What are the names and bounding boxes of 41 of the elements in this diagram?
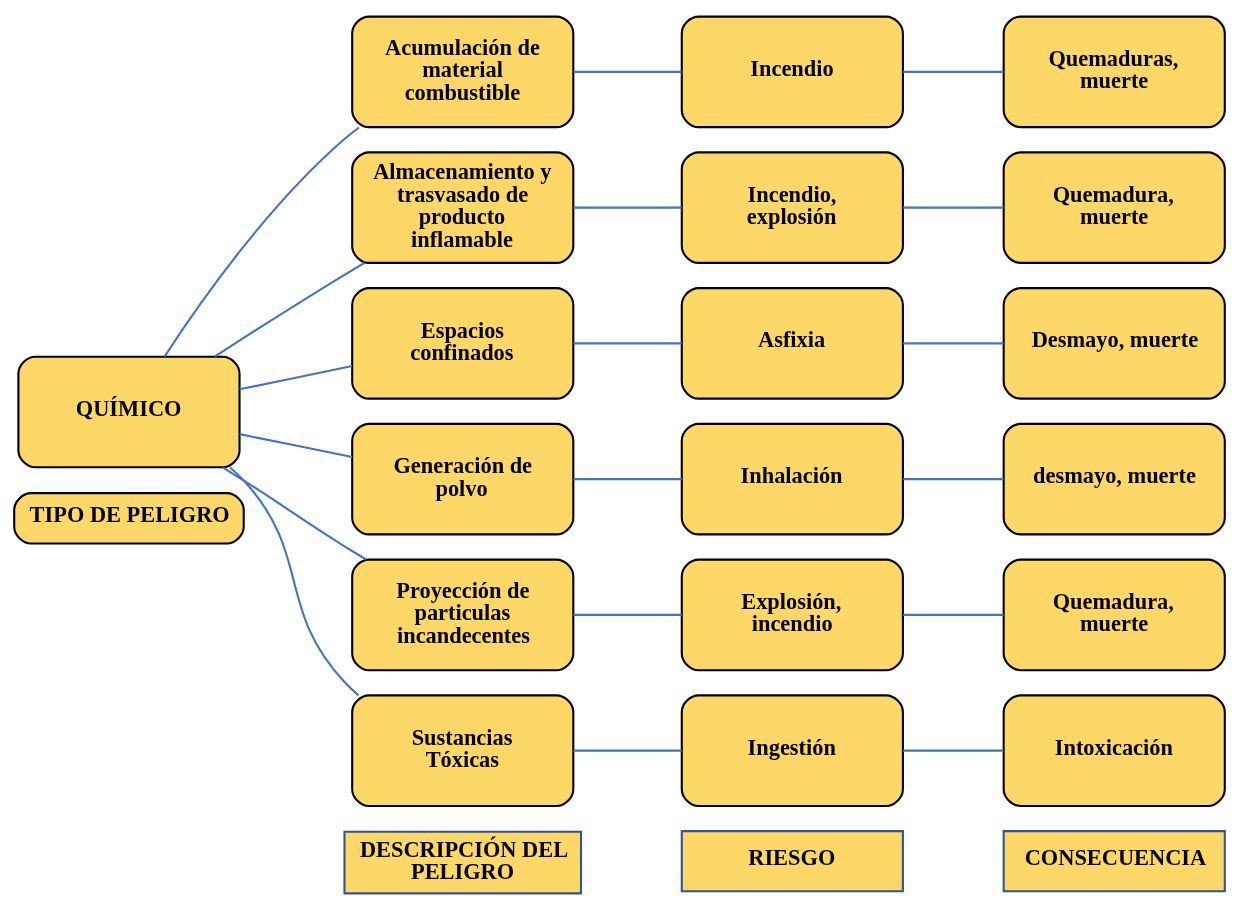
node-box: Ingestión	[680, 694, 904, 807]
node-box: Incendio	[680, 15, 904, 129]
connector	[573, 342, 682, 345]
node-box: Quemaduras, muerte	[1002, 15, 1226, 129]
connector	[903, 342, 1004, 345]
node-box: Proyección de particulas incandecentes	[351, 558, 575, 672]
connector	[903, 613, 1004, 616]
node-box: Asfixia	[680, 287, 904, 400]
node-box: TIPO DE PELIGRO	[13, 492, 245, 545]
node-box: Quemadura, muerte	[1002, 151, 1226, 264]
connector	[229, 466, 360, 697]
node-box: Acumulación de material combustible	[351, 15, 575, 129]
node-box: Inhalación	[680, 422, 904, 536]
node-box: Incendio, explosión	[680, 151, 904, 264]
node-box: DESCRIPCIÓN DEL PELIGRO	[343, 830, 583, 895]
connector	[239, 433, 353, 458]
node-box: Espacios confinados	[351, 287, 575, 400]
connector	[903, 749, 1004, 752]
node-box: Quemadura, muerte	[1002, 558, 1226, 672]
node-box: Sustancias Tóxicas	[351, 694, 575, 807]
connector	[903, 70, 1004, 73]
node-box: Desmayo, muerte	[1002, 287, 1226, 400]
connector	[573, 613, 682, 616]
node-box: RIESGO	[680, 830, 904, 893]
connector	[163, 126, 360, 358]
connector	[573, 70, 682, 73]
connector	[573, 206, 682, 209]
node-box: Intoxicación	[1002, 694, 1226, 807]
node-box: desmayo, muerte	[1002, 422, 1226, 536]
connector	[214, 262, 365, 358]
connector	[239, 364, 353, 391]
node-box: Explosión, incendio	[680, 558, 904, 672]
connector	[573, 478, 682, 481]
connector	[903, 478, 1004, 481]
node-box: CONSECUENCIA	[1002, 830, 1226, 893]
connector	[903, 206, 1004, 209]
node-box: Generación de polvo	[351, 422, 575, 536]
node-box: QUÍMICO	[17, 355, 241, 469]
connector	[222, 466, 367, 561]
connector	[573, 749, 682, 752]
node-box: Almacenamiento y trasvasado de producto inflamable	[351, 151, 575, 264]
